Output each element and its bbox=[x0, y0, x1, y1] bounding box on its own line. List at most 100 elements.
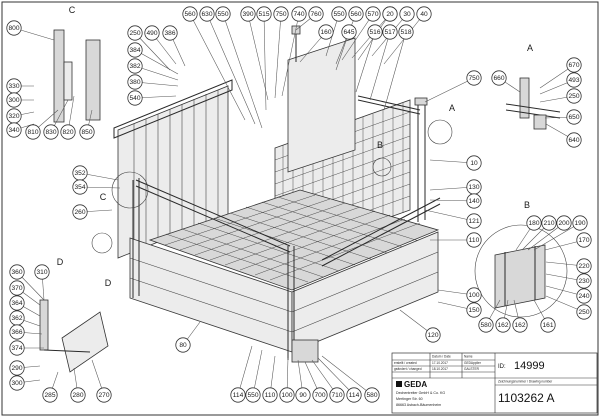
callout-bracket_left-3: 384 bbox=[127, 42, 179, 75]
callout-bottom-5: 90 bbox=[295, 359, 311, 403]
callout-leader bbox=[533, 222, 581, 251]
callout-bubble bbox=[331, 6, 347, 22]
callout-number: 750 bbox=[275, 11, 286, 18]
callout-right_col-5: 150 bbox=[437, 301, 482, 318]
callout-bubble bbox=[367, 24, 383, 40]
callout-bubble bbox=[576, 258, 592, 274]
company-line1: Dechentreiter GmbH & Co. KG bbox=[396, 391, 445, 395]
callout-bubble bbox=[9, 375, 25, 391]
callout-bubble bbox=[556, 215, 572, 231]
callout-bubble bbox=[79, 124, 95, 140]
callout-leader bbox=[281, 13, 300, 97]
callout-bubble bbox=[478, 317, 494, 333]
callout-bottom-10: 120 bbox=[399, 309, 441, 343]
callout-bubble bbox=[576, 288, 592, 304]
company-logo: GEDA bbox=[404, 380, 427, 389]
callout-bracket_left-6: 540 bbox=[127, 90, 177, 106]
created-label: erstellt / created bbox=[394, 361, 417, 365]
callout-number: 114 bbox=[233, 392, 244, 399]
callout-bubble bbox=[318, 24, 334, 40]
callout-number: 340 bbox=[8, 127, 19, 134]
callout-b_top-0: 180 bbox=[515, 215, 542, 251]
callout-d_left-0: 360 bbox=[9, 264, 45, 301]
callout-bubble bbox=[566, 57, 582, 73]
callout-bracket_left-5: 380 bbox=[127, 74, 179, 90]
callout-number: 280 bbox=[72, 392, 83, 399]
callout-bubble bbox=[572, 215, 588, 231]
callout-bubble bbox=[162, 25, 178, 41]
callouts: 5606305503905157507407605505605705802030… bbox=[6, 6, 592, 403]
callout-bubble bbox=[512, 317, 528, 333]
callout-number: 750 bbox=[468, 75, 479, 82]
callout-number: 150 bbox=[468, 307, 479, 314]
callout-b_side-2: 230 bbox=[545, 273, 592, 289]
callout-bubble bbox=[9, 324, 25, 340]
callout-d_left-4: 362 bbox=[9, 310, 41, 327]
callout-number: 180 bbox=[528, 220, 539, 227]
callout-bubble bbox=[9, 280, 25, 296]
callout-bubble bbox=[72, 179, 88, 195]
guard-rail bbox=[135, 179, 291, 247]
callout-number: 570 bbox=[367, 11, 378, 18]
callout-leader bbox=[341, 13, 374, 61]
callout-bubble bbox=[273, 6, 289, 22]
callout-number: 354 bbox=[74, 184, 85, 191]
callout-bubble bbox=[466, 155, 482, 171]
callout-number: 121 bbox=[468, 218, 479, 225]
callout-number: 850 bbox=[81, 129, 92, 136]
callout-d_left-7: 290 bbox=[9, 360, 41, 376]
callout-leader bbox=[321, 355, 373, 396]
callout-bubble bbox=[291, 6, 307, 22]
view-label: C bbox=[69, 5, 76, 15]
created-date: 17.10.2017 bbox=[432, 361, 448, 365]
callout-bubble bbox=[6, 122, 22, 138]
callout-bubble bbox=[526, 215, 542, 231]
callout-bubble bbox=[329, 387, 345, 403]
callout-top-0: 560 bbox=[182, 6, 246, 121]
callout-number: 760 bbox=[310, 11, 321, 18]
callout-leader bbox=[383, 31, 407, 111]
callout-number: 210 bbox=[543, 220, 554, 227]
callout-number: 390 bbox=[242, 11, 253, 18]
callout-bubble bbox=[9, 360, 25, 376]
view-label: A bbox=[527, 43, 533, 53]
callout-bottom-6: 700 bbox=[304, 361, 328, 403]
checked-date: 18.10.2017 bbox=[432, 367, 448, 371]
callout-bubble bbox=[466, 70, 482, 86]
callout-bubble bbox=[466, 213, 482, 229]
callout-number: 810 bbox=[27, 129, 38, 136]
callout-d_left-1: 310 bbox=[34, 264, 50, 301]
callout-top-3: 390 bbox=[240, 6, 269, 101]
callout-bubble bbox=[25, 124, 41, 140]
company-line3: 86663 Asbach-Bäumenheim bbox=[396, 403, 441, 407]
callout-bubble bbox=[341, 24, 357, 40]
callout-left_col_c-1: 330 bbox=[6, 78, 34, 94]
callout-bubble bbox=[70, 387, 86, 403]
callout-number: 740 bbox=[293, 11, 304, 18]
callout-bubble bbox=[365, 6, 381, 22]
callout-d_bottom-1: 280 bbox=[70, 367, 86, 403]
view-label: B bbox=[524, 200, 530, 210]
callout-number: 366 bbox=[11, 329, 22, 336]
callout-number: 645 bbox=[343, 29, 354, 36]
view-label: D bbox=[57, 257, 64, 267]
callout-b_bottom-2: 162 bbox=[512, 299, 528, 333]
id-value: 14999 bbox=[514, 360, 545, 372]
callout-bubble bbox=[295, 387, 311, 403]
callout-b_bottom-1: 162 bbox=[495, 299, 511, 333]
callout-number: 493 bbox=[568, 77, 579, 84]
callout-bubble bbox=[43, 124, 59, 140]
callout-number: 518 bbox=[400, 29, 411, 36]
callout-number: 384 bbox=[129, 47, 140, 54]
callout-top-5: 750 bbox=[273, 6, 289, 99]
callout-number: 250 bbox=[129, 30, 140, 37]
callout-bubble bbox=[256, 6, 272, 22]
callout-bottom-8: 114 bbox=[317, 357, 362, 403]
callout-bubble bbox=[566, 132, 582, 148]
callout-number: 170 bbox=[578, 237, 589, 244]
callout-bubble bbox=[566, 88, 582, 104]
callout-number: 820 bbox=[62, 129, 73, 136]
callout-bubble bbox=[127, 25, 143, 41]
callout-number: 550 bbox=[333, 11, 344, 18]
